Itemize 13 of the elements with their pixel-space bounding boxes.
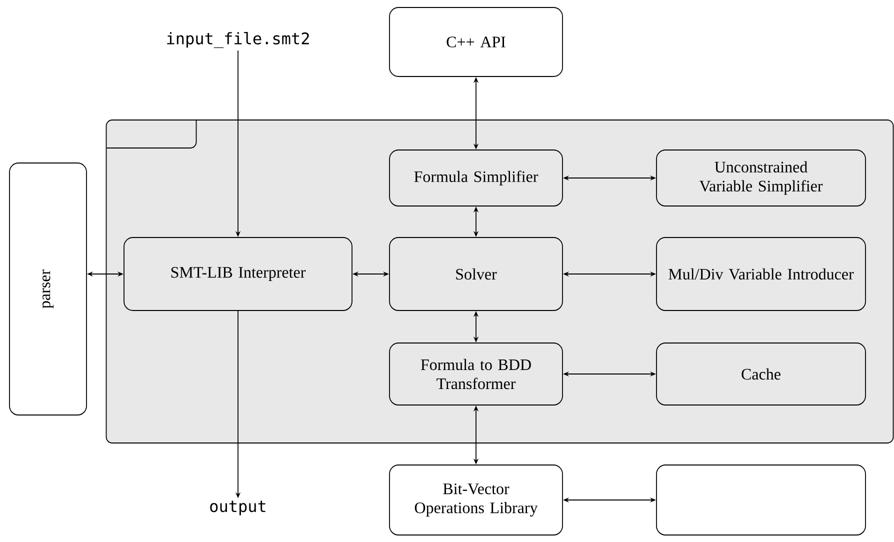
module-box: Solver <box>389 237 563 311</box>
module-box: Unconstrained Variable Simplifier <box>656 150 866 206</box>
module-box: Formula Simplifier <box>389 150 563 206</box>
component-box <box>656 464 866 536</box>
component-box: parser <box>9 162 87 416</box>
module-box: Formula to BDD Transformer <box>389 342 563 406</box>
file-label: output <box>210 500 266 516</box>
file-label: input_file.smt2 <box>167 32 309 48</box>
module-box: SMT-LIB Interpreter <box>124 237 352 311</box>
component-box: C++ API <box>389 7 563 77</box>
module-box: Mul/Div Variable Introducer <box>656 237 866 311</box>
module-box: Cache <box>656 342 866 406</box>
component-box: Bit-Vector Operations Library <box>389 464 563 536</box>
